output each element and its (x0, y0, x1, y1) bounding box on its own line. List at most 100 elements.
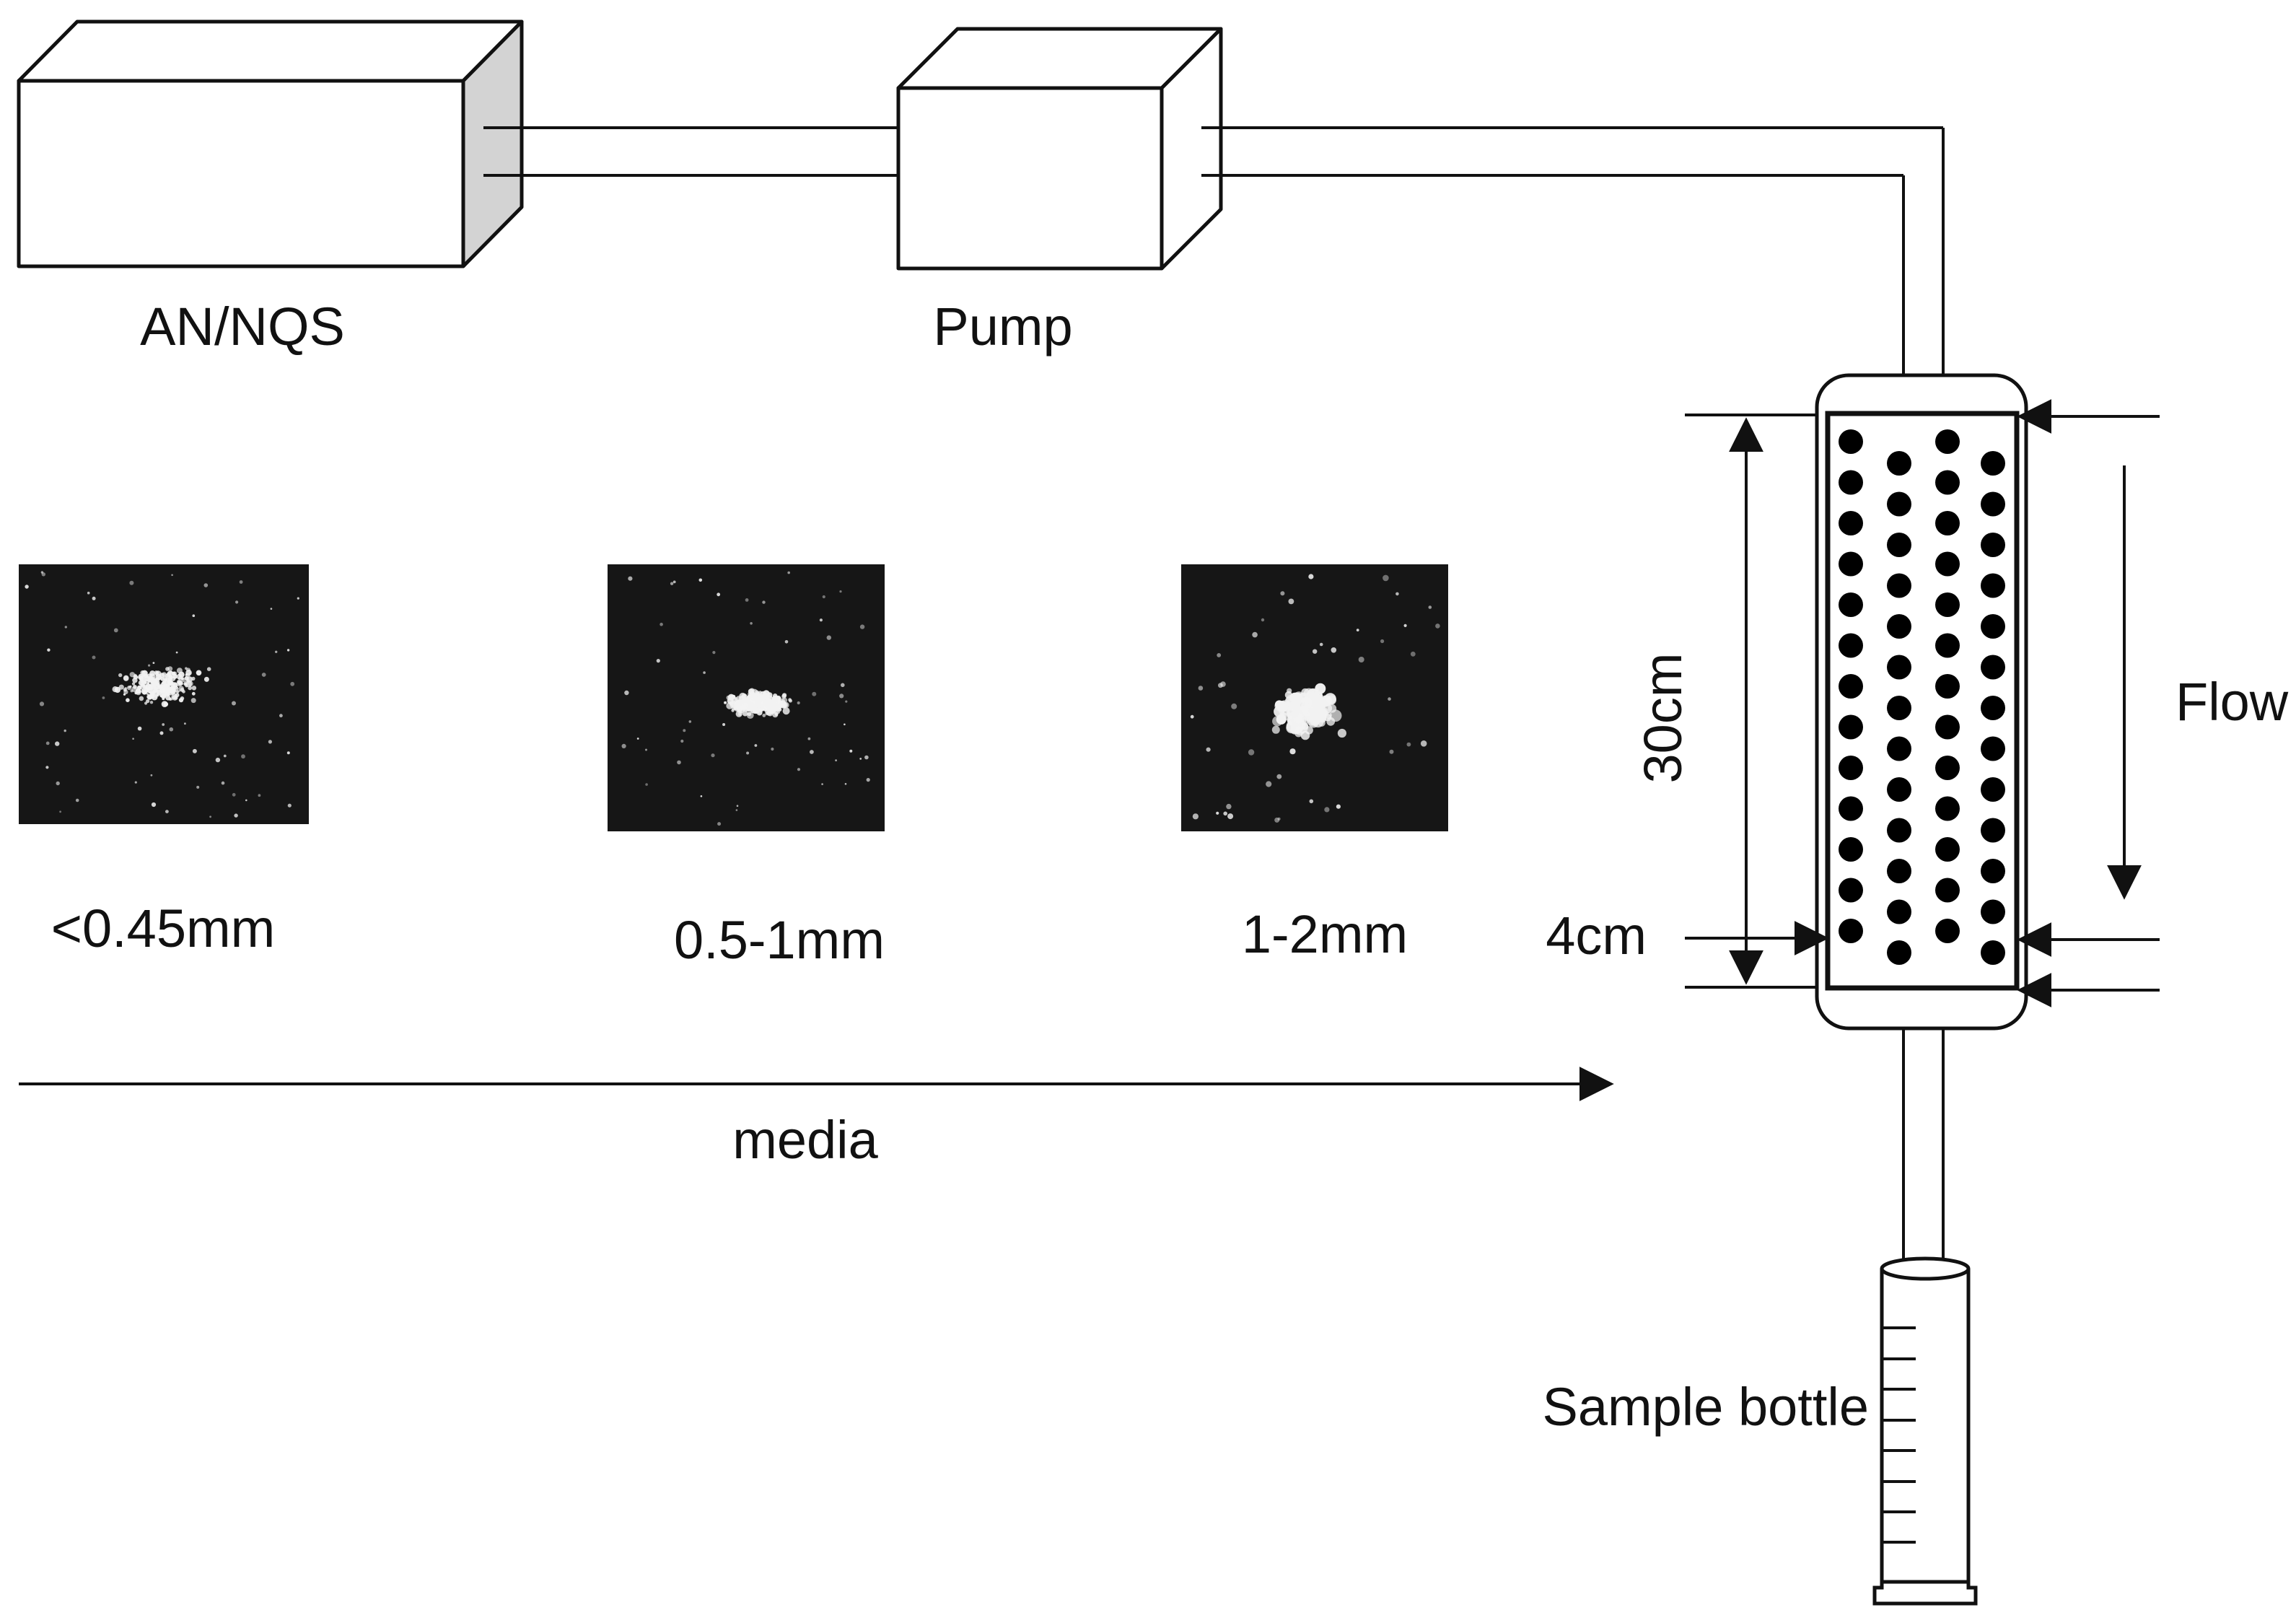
column-bead (1887, 573, 1911, 598)
sample-particle (1326, 695, 1337, 705)
media-sample-coarse (1181, 564, 1448, 831)
sample-particle (45, 741, 50, 745)
sample-particle (1274, 817, 1280, 823)
sample-particle (660, 622, 663, 626)
flow-label: Flow (2175, 672, 2289, 732)
sample-particle (40, 571, 44, 574)
sample-particle (268, 740, 272, 744)
column-bead (1839, 674, 1863, 699)
sample-particle (1289, 748, 1296, 755)
sample-particle (812, 691, 817, 696)
sample-particle (1388, 697, 1391, 701)
sample-particle (1324, 807, 1330, 813)
column-bead (1839, 919, 1863, 943)
sample-particle (155, 673, 159, 676)
sample-particle (735, 809, 738, 811)
sample-particle (776, 710, 780, 714)
sample-particle (39, 701, 45, 706)
column-bead (1887, 655, 1911, 680)
column-bead (1935, 429, 1960, 454)
column-bead (1981, 533, 2005, 557)
sample-particle (739, 705, 744, 710)
sample-particle (810, 750, 814, 754)
sample-particle (1217, 653, 1222, 657)
sample-particle (1301, 722, 1309, 730)
sample-particle (822, 595, 825, 599)
sample-particle (132, 738, 134, 740)
sample-particle (261, 673, 266, 677)
column-bead (1981, 899, 2005, 924)
sample-particle (171, 574, 173, 577)
sample-particle (92, 596, 96, 600)
sample-particle (184, 722, 186, 725)
sample-particle (206, 667, 211, 671)
sample-particle (131, 682, 136, 686)
sample-particle (75, 798, 79, 802)
column-bead (1887, 614, 1911, 639)
sample-particle (1428, 605, 1432, 609)
sample-particle (286, 649, 290, 652)
sample-particle (159, 673, 165, 678)
sample-particle (165, 810, 169, 813)
sample-particle (797, 768, 801, 771)
column-bead (1935, 470, 1960, 495)
sample-particle (287, 803, 292, 808)
column-bead (1839, 470, 1863, 495)
column-bead (1981, 451, 2005, 476)
sample-particle (698, 578, 703, 582)
sample-particle (169, 727, 174, 732)
sample-particle (146, 683, 152, 691)
sample-particle (759, 694, 765, 699)
sample-particle (772, 701, 775, 704)
sample-particle (141, 670, 148, 677)
sample-particle (126, 686, 132, 691)
column-bead (1935, 551, 1960, 577)
sample-particle (175, 651, 178, 654)
sample-particle (1337, 728, 1346, 738)
sample-particle (636, 738, 639, 740)
sample-particle (55, 741, 60, 746)
column-bead (1839, 511, 1863, 535)
sample-particle (161, 693, 167, 699)
sample-particle (835, 759, 837, 761)
sample-particle (717, 592, 721, 597)
sample-particle (1280, 591, 1285, 596)
column-beads (1839, 429, 2005, 965)
sample-particle (239, 580, 243, 584)
sample-particle (1231, 703, 1237, 709)
sample-particle (1287, 688, 1292, 694)
sample-particle (134, 781, 137, 784)
sample-particle (774, 712, 779, 717)
column-bead (1935, 674, 1960, 699)
sample-particle (1313, 649, 1318, 654)
sample-particle (624, 690, 629, 696)
sample-particle (152, 662, 155, 664)
tube-pump-to-column (1201, 126, 1945, 375)
sample-particle (762, 600, 766, 604)
column-bead (1839, 429, 1863, 454)
sample-particle (235, 600, 239, 604)
sample-particle (771, 706, 774, 710)
sample-particle (64, 626, 68, 629)
sample-particles-medium (621, 571, 870, 826)
sample-particles-fine (25, 571, 299, 818)
sample-particle (203, 676, 209, 682)
sample-particle (149, 701, 154, 704)
sample-particle (747, 712, 752, 717)
sample-particle (849, 749, 853, 753)
sample-particle (737, 708, 741, 712)
sample-particle (841, 683, 845, 688)
sample-particle (146, 699, 150, 704)
sample-particle (758, 699, 762, 704)
sample-particle (41, 572, 45, 577)
sample-particle (683, 729, 686, 732)
sample-particle (168, 675, 173, 680)
column-bead (1887, 491, 1911, 517)
sample-particle (1313, 709, 1324, 720)
media-label-fine: <0.45mm (51, 898, 276, 958)
sample-particle (1302, 716, 1310, 724)
sample-particle (736, 805, 739, 807)
sample-particle (1315, 683, 1326, 694)
sample-particle (764, 701, 771, 709)
